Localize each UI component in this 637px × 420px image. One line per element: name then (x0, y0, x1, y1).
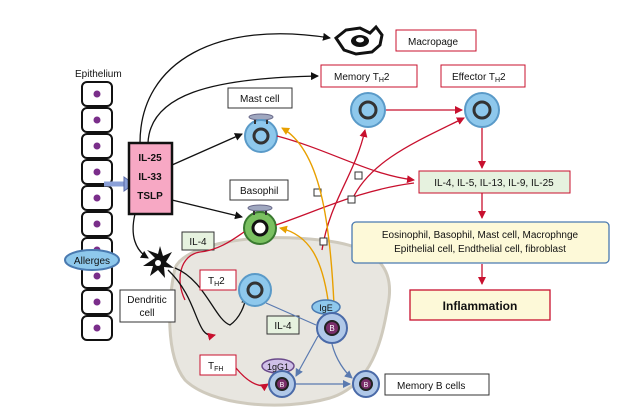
allergen-bubble: Allerges (64, 249, 120, 271)
target-cells-line2: Epithelial cell, Endthelial cell, fibrob… (394, 244, 566, 255)
basophil-to-interleukins-line (275, 182, 415, 226)
interleukins-box: IL-4, IL-5, IL-13, IL-9, IL-25 (418, 170, 571, 194)
th2-label: TH2 (208, 276, 225, 288)
il4-mid-box: IL-4 (266, 315, 300, 335)
dendritic-label-line2: cell (139, 308, 154, 319)
arrow-to-basophil (171, 199, 243, 220)
basophil-label: Basophil (240, 186, 278, 197)
tfh-label: TFH (208, 361, 223, 373)
dendritic-cell (143, 246, 174, 278)
dendritic-label-line1: Dendritic (127, 295, 166, 306)
th2-to-memory-line (321, 129, 368, 251)
cytokine-box: IL-25 IL-33 TSLP (127, 141, 174, 216)
macrophage-cell (333, 24, 384, 56)
arrow-to-mast-cell (171, 133, 243, 166)
dendritic-to-th2-arrow (174, 267, 250, 326)
macrophage-label-box: Macropage (395, 29, 477, 52)
basophil-label-box: Basophil (229, 179, 289, 201)
target-cells-box: Eosinophil, Basophil, Mast cell, Macroph… (351, 221, 610, 264)
epithelium-cell (81, 185, 113, 211)
inflammation-label: Inflammation (443, 299, 518, 313)
inflammation-box: Inflammation (409, 289, 551, 321)
memory-b-label-box: Memory B cells (384, 373, 490, 396)
cytokine-il33: IL-33 (138, 172, 162, 183)
cytokine-tslp: TSLP (137, 191, 163, 202)
epithelium-cell (81, 107, 113, 133)
epithelium-cell (81, 81, 113, 107)
ige-to-memoryb-arrow (331, 343, 353, 379)
igg1-b-letter: B (280, 382, 285, 389)
target-cells-line1: Eosinophil, Basophil, Mast cell, Macroph… (382, 230, 579, 241)
ige-to-mast-arrow (281, 127, 335, 306)
junction-marker (347, 195, 356, 204)
effector-th2-label-box: Effector TH2 (440, 64, 526, 88)
ige-b-letter: B (329, 324, 334, 333)
memory-th2-cell (350, 92, 386, 128)
arrow-to-dendritic (132, 213, 149, 259)
igg1-b-cell: 1gG1 B (261, 358, 296, 398)
junction-marker (354, 171, 363, 180)
allergen-label: Allerges (74, 256, 110, 267)
memory-b-label: Memory B cells (397, 381, 465, 392)
cytokine-il25: IL-25 (138, 153, 162, 164)
memory-b-cell: B (352, 370, 380, 398)
junction-marker (319, 237, 328, 246)
mast-to-interleukins-line (276, 135, 415, 184)
th2-to-igebcell-line (265, 302, 317, 326)
epithelium-cell (81, 289, 113, 315)
il4-top-box: IL-4 (181, 231, 215, 251)
epithelium-cell (81, 315, 113, 341)
ige-to-basophil-arrow (279, 225, 329, 301)
dendritic-to-tfh-arrow (167, 269, 216, 341)
th2-label-box: TH2 (199, 269, 237, 291)
dendritic-label-box: Dendritic cell (119, 289, 176, 323)
tfh-label-box: TFH (199, 354, 237, 376)
memory-th2-label: Memory TH2 (334, 72, 390, 84)
il4-to-basophil-line (179, 231, 245, 301)
igg1-label: 1gG1 (267, 362, 289, 372)
th2-cell (238, 273, 272, 307)
epithelium-cell (81, 133, 113, 159)
interleukins-label: IL-4, IL-5, IL-13, IL-9, IL-25 (434, 178, 554, 189)
mast-cell-label-box: Mast cell (227, 87, 293, 109)
ige-b-cell: IgE B (311, 299, 348, 344)
epithelium-label: Epithelium (75, 69, 122, 80)
arrow-to-memory-th2 (147, 72, 319, 144)
effector-th2-cell (464, 92, 500, 128)
basophil-cell (243, 204, 277, 245)
memory-th2-label-box: Memory TH2 (320, 64, 418, 88)
tfh-to-igg1-arrow (235, 367, 269, 392)
effector-th2-label: Effector TH2 (452, 72, 506, 84)
macrophage-label: Macropage (408, 37, 458, 48)
mast-cell-label: Mast cell (240, 94, 279, 105)
il4-top-label: IL-4 (189, 237, 207, 248)
il4-mid-label: IL-4 (274, 321, 292, 332)
igebcell-to-igg1-line (295, 335, 319, 377)
memory-b-letter: B (364, 382, 369, 389)
epithelium-cell (81, 211, 113, 237)
arrow-to-macrophage (139, 32, 331, 144)
epithelium-cell (81, 159, 113, 185)
th2-to-effector-line (351, 117, 465, 201)
ige-label: IgE (319, 303, 333, 313)
mast-cell (244, 113, 278, 153)
epithelium-cell-column (81, 81, 113, 341)
